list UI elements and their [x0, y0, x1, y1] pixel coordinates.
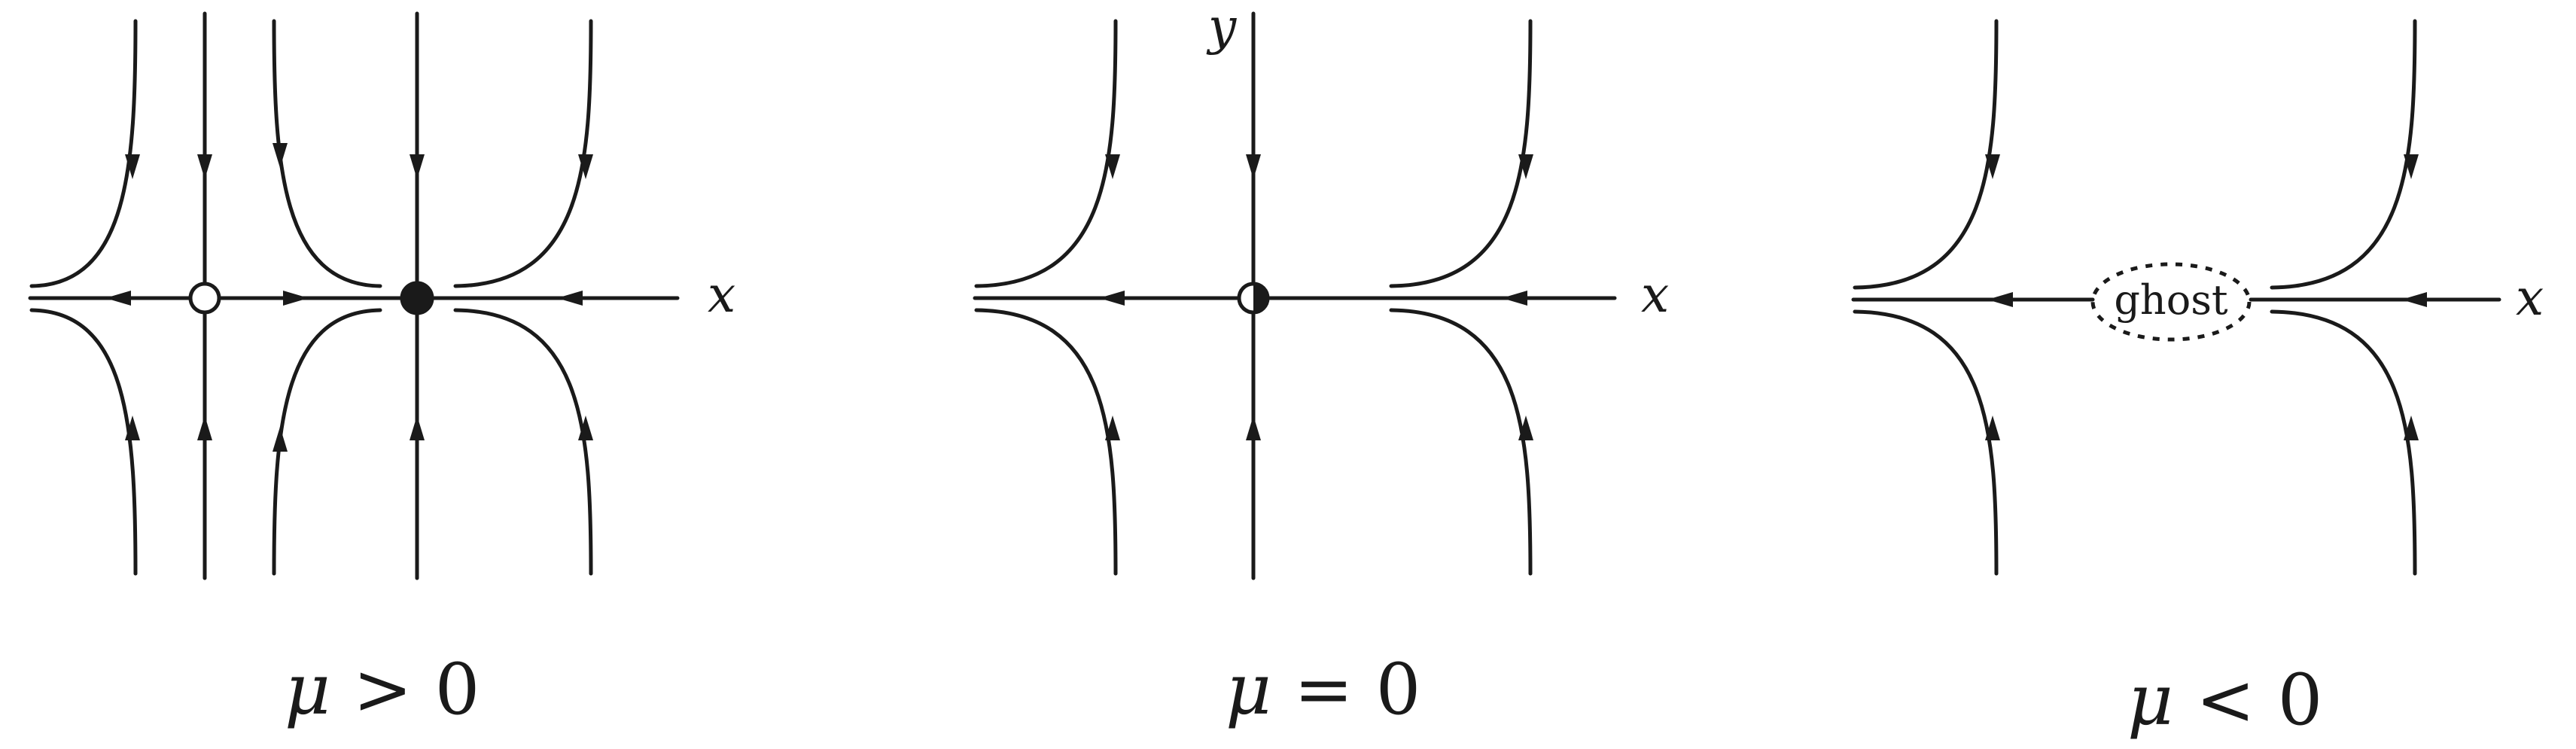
flow-arrow	[1518, 154, 1533, 179]
flow-arrow	[105, 291, 131, 306]
trajectory-curve	[1853, 19, 1999, 290]
trajectory-curve	[974, 19, 1118, 288]
flow-arrow	[1985, 154, 2000, 179]
ghost-label: ghost	[2114, 276, 2228, 324]
flow-arrow	[283, 291, 309, 306]
trajectory-curve	[272, 308, 382, 576]
trajectory-curve	[453, 19, 593, 288]
caption-relation: = 0	[1271, 649, 1420, 731]
flow-arrow	[273, 427, 288, 452]
trajectory-curve	[2270, 309, 2417, 576]
half-stable-fixed-point	[1237, 282, 1270, 315]
panel-caption: μ > 0	[285, 649, 480, 731]
flow-arrow	[1105, 154, 1120, 179]
flow-arrow	[1985, 416, 2000, 440]
caption-mu: μ	[285, 649, 330, 731]
caption-relation: < 0	[2173, 659, 2322, 741]
flow-arrow	[1246, 416, 1261, 440]
trajectory-curve	[29, 308, 138, 576]
trajectory-curve	[29, 19, 138, 288]
trajectory-curve	[272, 19, 382, 288]
flow-arrow	[125, 416, 140, 440]
flow-arrow	[2404, 154, 2419, 179]
flow-arrow	[1105, 416, 1120, 440]
panel-caption: μ = 0	[1226, 649, 1420, 731]
flow-arrow	[1099, 291, 1125, 306]
flow-arrow	[578, 154, 593, 179]
flow-arrow	[578, 416, 593, 440]
flow-arrow	[197, 416, 212, 440]
x-axis-label: x	[708, 266, 735, 324]
panel-mu-negative: ghost x μ < 0	[1851, 19, 2544, 741]
unstable-fixed-point	[188, 282, 221, 315]
trajectory-curve	[974, 308, 1118, 576]
flow-arrow	[2401, 292, 2427, 307]
flow-arrow	[1502, 291, 1527, 306]
stable-fixed-point	[400, 281, 434, 315]
caption-mu: μ	[2127, 659, 2173, 741]
y-axis-label: y	[1206, 0, 1237, 56]
trajectory-curve	[1389, 19, 1533, 288]
x-axis-label: x	[1641, 266, 1669, 324]
caption-relation: > 0	[330, 649, 480, 731]
flow-arrow	[1246, 154, 1261, 179]
trajectory-curve	[1389, 308, 1533, 576]
trajectory-curve	[1853, 309, 1999, 576]
flow-arrow	[1518, 416, 1533, 440]
panel-caption: μ < 0	[2127, 659, 2322, 741]
flow-arrow	[1987, 292, 2013, 307]
flow-arrow	[273, 143, 288, 168]
x-axis-label: x	[2516, 269, 2544, 327]
flow-arrow	[410, 416, 425, 440]
flow-arrow	[197, 154, 212, 179]
panel-mu-zero: y x μ = 0	[973, 0, 1669, 731]
ghost-region	[2090, 262, 2252, 342]
flow-arrow	[125, 154, 140, 179]
flow-arrow	[410, 154, 425, 179]
trajectory-curve	[453, 308, 593, 576]
caption-mu: μ	[1226, 649, 1271, 731]
panel-mu-positive: x μ > 0	[28, 11, 735, 731]
flow-arrow	[2404, 416, 2419, 440]
flow-arrow	[557, 291, 583, 306]
trajectory-curve	[2270, 19, 2417, 290]
